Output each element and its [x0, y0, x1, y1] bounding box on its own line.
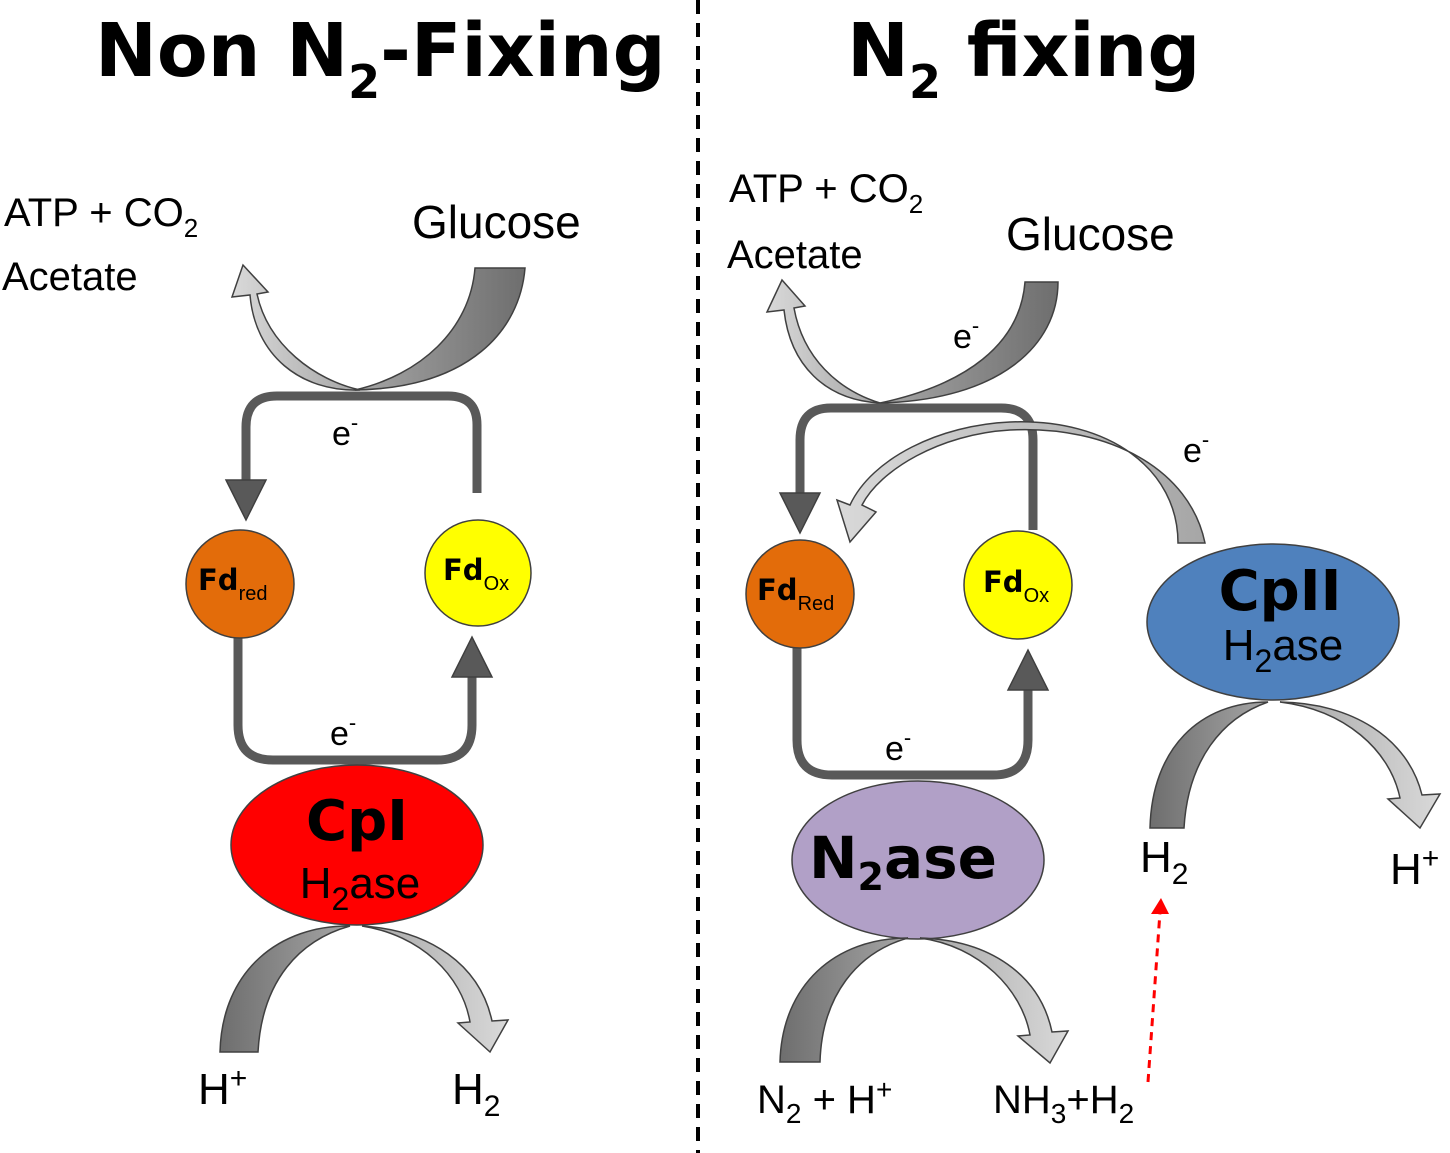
- h2-transfer-arrowhead: [1151, 898, 1169, 914]
- h2-transfer-dashed-arrow: [1146, 911, 1162, 1083]
- left-products-line2: Acetate: [2, 255, 138, 299]
- cpii-proton-output-arrow: [1279, 701, 1442, 830]
- nh3-h2-label: NH3+H2: [993, 1078, 1134, 1129]
- right-top-arrowhead: [778, 492, 822, 535]
- right-cpii-hydrogenase: CpII H2ase: [1146, 543, 1400, 701]
- cpii-ellipse: [1146, 543, 1400, 701]
- cpii-to-fd-arrow: [835, 421, 1206, 544]
- right-electron-glucose: e-: [953, 313, 979, 356]
- left-cpi-hydrogenase: CpI H2ase: [230, 764, 484, 926]
- right-products-line2: Acetate: [727, 233, 863, 277]
- cpi-label: CpI: [306, 789, 408, 854]
- n2-proton-label: N2 + H+: [757, 1074, 892, 1129]
- left-proton-input-arrow: [219, 925, 351, 1053]
- left-products-arrow: [230, 263, 361, 391]
- right-fd-reduced: FdRed: [745, 539, 855, 649]
- cpii-label: CpII: [1219, 559, 1342, 624]
- right-products-arrow: [765, 278, 881, 404]
- left-fd-oxidized-label: FdOx: [443, 553, 509, 595]
- right-fd-oxidized-circle: [963, 530, 1073, 640]
- cpii-proton-label: H+: [1390, 842, 1439, 894]
- nitrogenase-ellipse: [791, 780, 1045, 940]
- left-electron-bottom: e-: [330, 710, 356, 753]
- right-title: N2 fixing: [847, 8, 1200, 109]
- cpii-h2ase-label: H2ase: [1223, 621, 1344, 679]
- n2-input-arrow: [779, 937, 909, 1063]
- left-glucose-label: Glucose: [412, 196, 581, 248]
- right-electron-cpii: e-: [1183, 427, 1209, 470]
- nitrogenase-label: N2ase: [809, 824, 997, 899]
- right-nitrogenase: N2ase: [791, 780, 1045, 940]
- left-bottom-arrowhead: [450, 635, 494, 678]
- left-bottom-electron-loop: [233, 637, 477, 765]
- right-products-line1: ATP + CO2: [729, 167, 923, 219]
- left-glucose-arrow: [354, 267, 526, 391]
- left-top-electron-loop: [241, 391, 482, 493]
- cpi-h2ase-label: H2ase: [300, 859, 421, 917]
- right-fd-reduced-label: FdRed: [757, 573, 834, 615]
- left-proton-label: H+: [198, 1062, 247, 1114]
- left-top-arrowhead: [224, 479, 268, 522]
- left-title: Non N2-Fixing: [95, 8, 666, 109]
- cpii-h2-input-arrow: [1149, 701, 1269, 829]
- right-panel: N2 fixing ATP + CO2 Acetate Glucose e- e…: [727, 8, 1442, 1129]
- cpii-h2-label: H2: [1140, 833, 1188, 891]
- left-fd-reduced-circle: [185, 529, 295, 639]
- right-bottom-arrowhead: [1006, 648, 1050, 691]
- right-glucose-label: Glucose: [1006, 208, 1175, 260]
- left-products-line1: ATP + CO2: [4, 191, 198, 243]
- left-fd-reduced-label: Fdred: [198, 563, 267, 605]
- right-bottom-electron-loop: [792, 648, 1033, 780]
- left-electron-top: e-: [332, 410, 358, 453]
- right-fd-oxidized-label: FdOx: [983, 565, 1049, 607]
- left-fd-oxidized-circle: [424, 519, 532, 627]
- right-glucose-arrow: [879, 281, 1059, 404]
- nh3-output-arrow: [919, 937, 1070, 1065]
- left-panel: Non N2-Fixing ATP + CO2 Acetate Glucose …: [2, 8, 666, 1123]
- left-fd-reduced: Fdred: [185, 529, 295, 639]
- left-fd-oxidized: FdOx: [424, 519, 532, 627]
- left-h2-output-arrow: [361, 925, 510, 1054]
- cpi-ellipse: [230, 764, 484, 926]
- right-electron-bottom: e-: [885, 725, 911, 768]
- left-h2-label: H2: [452, 1065, 500, 1123]
- right-fd-reduced-circle: [745, 539, 855, 649]
- right-fd-oxidized: FdOx: [963, 530, 1073, 640]
